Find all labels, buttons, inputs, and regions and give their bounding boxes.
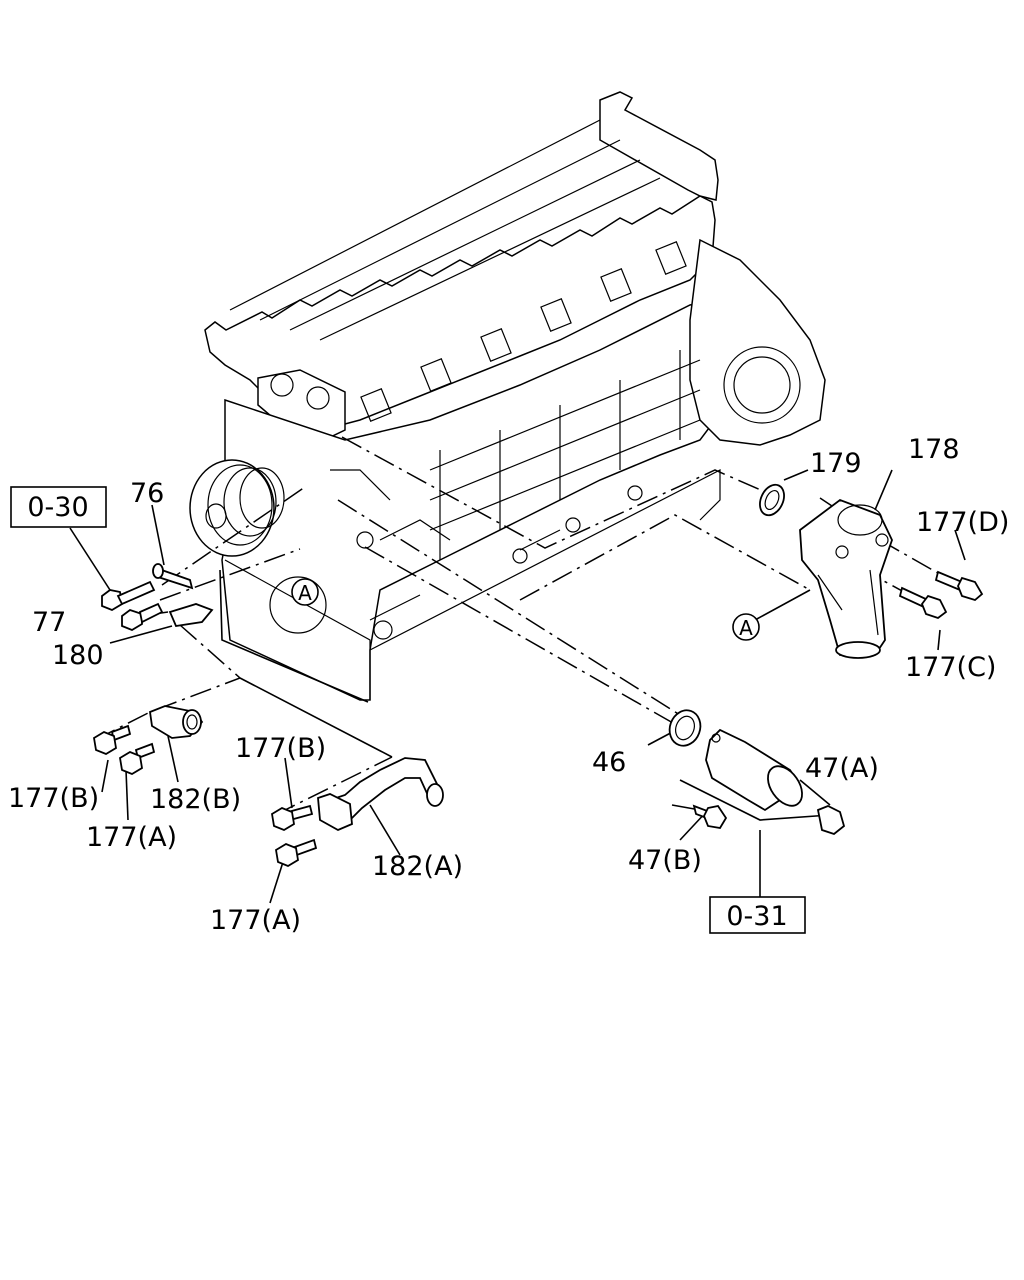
bolt-177c	[898, 586, 948, 620]
oring-46	[668, 709, 702, 747]
label-46: 46	[592, 747, 626, 778]
marker-a-left-label: A	[298, 581, 312, 605]
label-182a: 182(A)	[372, 851, 463, 882]
engine-block	[189, 91, 826, 703]
ref-label-0-30: 0-30	[27, 492, 88, 523]
label-180: 180	[52, 640, 104, 671]
label-177c: 177(C)	[905, 652, 996, 683]
pipe-182a	[317, 757, 444, 832]
label-77: 77	[32, 607, 66, 638]
part-labels: 76 77 180 179 178 177(D) 177(C) 46 47(A)…	[8, 434, 1009, 936]
crank-pulley	[189, 459, 285, 557]
bolt-177b-left	[93, 724, 132, 756]
label-47a: 47(A)	[805, 753, 879, 784]
pipe-0-31	[705, 728, 803, 812]
bolt-177d	[934, 570, 984, 602]
label-177a-left: 177(A)	[86, 822, 177, 853]
bolt-177b-mid	[271, 804, 314, 832]
label-76: 76	[130, 478, 164, 509]
marker-a-right: A	[732, 613, 760, 641]
bolt-0-30	[101, 580, 156, 612]
ref-box-0-30: 0-30	[10, 486, 107, 528]
bolt-47a	[816, 805, 846, 836]
thermostat-housing-178	[799, 498, 893, 659]
oring-179	[759, 483, 785, 517]
leader-lines	[69, 436, 966, 904]
fitting-182b	[149, 705, 204, 739]
label-178: 178	[908, 434, 960, 465]
marker-a-left: A	[291, 578, 319, 606]
part-76	[152, 563, 194, 590]
label-47b: 47(B)	[628, 845, 702, 876]
label-177d: 177(D)	[916, 507, 1009, 538]
bolt-177a-mid	[275, 838, 318, 868]
head-ports	[360, 241, 687, 422]
marker-a-right-label: A	[739, 616, 753, 640]
bolt-77	[121, 602, 164, 632]
label-177a-mid: 177(A)	[210, 905, 301, 936]
gasket-180	[168, 603, 214, 627]
label-179: 179	[810, 448, 862, 479]
bolt-47b	[692, 804, 728, 829]
ref-box-0-31: 0-31	[709, 896, 806, 934]
ref-label-0-31: 0-31	[726, 901, 787, 932]
label-182b: 182(B)	[150, 784, 241, 815]
label-177b-left: 177(B)	[8, 783, 99, 814]
bolt-177a-left	[119, 742, 156, 776]
label-177b-mid: 177(B)	[235, 733, 326, 764]
